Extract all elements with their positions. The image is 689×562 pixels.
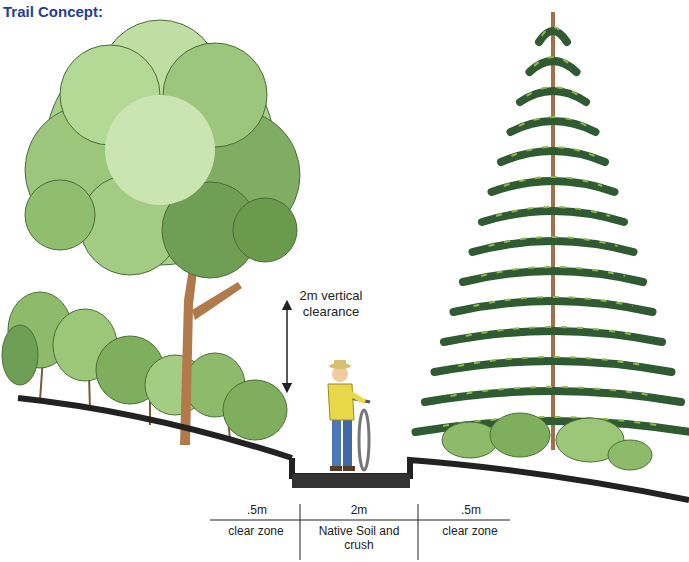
conifer-tree-part: [504, 177, 602, 186]
cyclist-figure-part: [359, 410, 369, 470]
cyclist-figure-part: [332, 418, 341, 468]
clearance-arrow: [286, 305, 288, 388]
dimension-line-part: [418, 504, 419, 560]
clearance-label: 2m vertical clearance: [298, 288, 364, 319]
diagram-title: Trail Concept:: [3, 3, 103, 20]
deciduous-tree-part-part: [105, 95, 215, 205]
deciduous-tree-part: [180, 262, 198, 445]
conifer-tree-part: [435, 361, 672, 372]
cyclist-figure-part: [330, 466, 342, 471]
cyclist-figure-part: [348, 390, 366, 404]
ground-profile-part: [18, 398, 292, 458]
deciduous-tree: [25, 20, 300, 445]
conifer-tree-part: [527, 87, 580, 96]
deciduous-tree-part: [25, 20, 300, 278]
conifer-tree-part: [458, 357, 648, 366]
shrubs-part: [608, 440, 652, 470]
conifer-tree-part: [466, 327, 640, 336]
shrubs: [442, 413, 652, 470]
conifer-tree: [416, 12, 689, 450]
conifer-tree-part: [425, 391, 681, 402]
conifer-tree-part: [501, 151, 605, 162]
shrubs-part: [2, 325, 38, 385]
conifer-tree-part: [473, 297, 632, 306]
cyclist-figure-part: [343, 466, 355, 471]
dimension-line-part: [300, 504, 301, 560]
dimension-value: .5m: [247, 503, 267, 517]
conifer-tree-part: [551, 12, 555, 450]
conifer-tree-part: [482, 211, 624, 222]
conifer-tree-part: [444, 331, 662, 342]
cyclist-figure-part: [343, 418, 352, 468]
dimension-line: [210, 504, 510, 560]
conifer-tree-part: [481, 267, 625, 276]
deciduous-tree-part-part: [25, 180, 95, 250]
conifer-tree-part: [511, 121, 596, 132]
cyclist-figure: [328, 360, 370, 471]
conifer-tree-part: [520, 91, 586, 102]
conifer-tree-part: [489, 237, 618, 246]
conifer-tree-part: [451, 387, 656, 396]
conifer-tree-part: [454, 301, 653, 312]
deciduous-tree-part-part: [233, 198, 297, 262]
shrubs-part: [223, 380, 287, 440]
conifer-tree-part: [534, 57, 572, 66]
surface-label: Native Soil and crush: [309, 524, 409, 553]
conifer-tree-part: [542, 27, 564, 36]
deciduous-tree-part: [192, 282, 242, 320]
zone-label: clear zone: [440, 524, 500, 538]
ground-profile-part: [292, 474, 410, 488]
conifer-tree-part: [463, 271, 643, 282]
cyclist-figure-part: [328, 384, 354, 420]
conifer-tree-part: [519, 117, 587, 126]
conifer-tree-part: [511, 147, 594, 156]
conifer-tree-part: [492, 181, 615, 192]
cyclist-figure-part: [334, 360, 346, 366]
shrubs-part: [442, 422, 498, 458]
zone-label: clear zone: [226, 524, 286, 538]
conifer-tree-part: [496, 207, 610, 216]
conifer-tree-part: [473, 241, 634, 252]
dimension-value: 2m: [351, 503, 368, 517]
dimension-line-part: [210, 520, 510, 521]
shrubs-part: [490, 413, 550, 457]
dimension-value: .5m: [461, 503, 481, 517]
